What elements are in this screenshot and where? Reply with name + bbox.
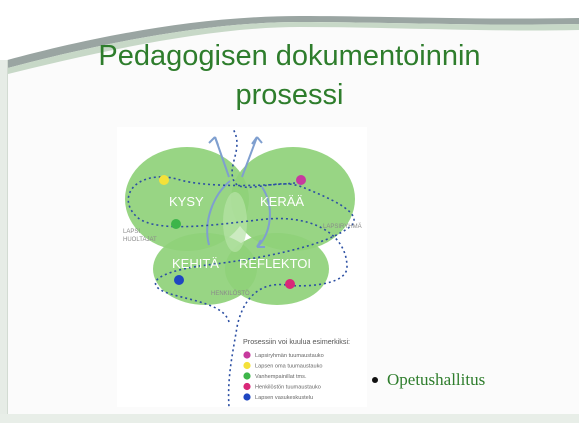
side-label-lapsi: LAPSI <box>123 229 140 235</box>
petal-bottom-left <box>153 233 257 305</box>
legend-dot <box>243 372 251 380</box>
up-arrow-right <box>241 136 258 178</box>
legend-dot <box>243 393 251 401</box>
cycle-arrow-right-head <box>256 239 265 248</box>
legend-dot <box>243 351 251 359</box>
dot-purple <box>296 175 306 185</box>
slide-title-line-2: prosessi <box>235 79 344 111</box>
dot-blue <box>174 275 184 285</box>
legend-dot <box>243 361 251 370</box>
dotted-process-path <box>154 128 355 323</box>
petal-center-glow <box>223 192 247 252</box>
side-label-henkilosto: HENKILÖSTÖ <box>211 290 250 297</box>
process-diagram: KYSY KERÄÄ KEHITÄ REFLEKTOI LAPSI HUOLTA… <box>117 127 367 407</box>
petal-label-reflektoi: REFLEKTOI <box>239 256 311 271</box>
legend-label: Vanhempainillat tms. <box>255 374 307 380</box>
legend-label: Henkilöstön tuumaustauko <box>255 385 321 391</box>
petal-label-keraa: KERÄÄ <box>260 194 304 209</box>
dot-green <box>171 219 181 229</box>
legend-title: Prosessiin voi kuulua esimerkiksi: <box>243 337 350 346</box>
bullet-item: Opetushallitus <box>372 370 485 390</box>
legend-label: Lapsen vasukeskustelu <box>255 395 313 401</box>
petal-label-kehita: KEHITÄ <box>172 256 219 271</box>
side-label-lapsiryhma: LAPSIRYHMÄ <box>323 223 362 230</box>
bullet-text: Opetushallitus <box>387 370 486 389</box>
dot-magenta <box>285 279 295 289</box>
legend-label: Lapsiryhmän tuumaustauko <box>255 353 324 359</box>
petal-label-kysy: KYSY <box>169 194 204 209</box>
side-label-huoltajat: HUOLTAJAT <box>123 237 157 243</box>
cycle-arrow-right <box>256 186 271 248</box>
legend-dot <box>243 382 251 391</box>
petal-top-right <box>231 147 355 251</box>
legend-label: Lapsen oma tuumaustauko <box>255 364 322 370</box>
slide-title-line-1: Pedagogisen dokumentoinnin <box>98 40 481 72</box>
up-arrow-left-head <box>208 136 219 146</box>
dot-yellow <box>159 175 169 185</box>
bullet-marker <box>372 377 378 383</box>
petal-bottom-right <box>225 233 329 305</box>
dotted-process-path-2 <box>127 176 348 407</box>
cycle-arrow-left <box>206 180 231 246</box>
up-arrow-right-head <box>251 136 263 145</box>
